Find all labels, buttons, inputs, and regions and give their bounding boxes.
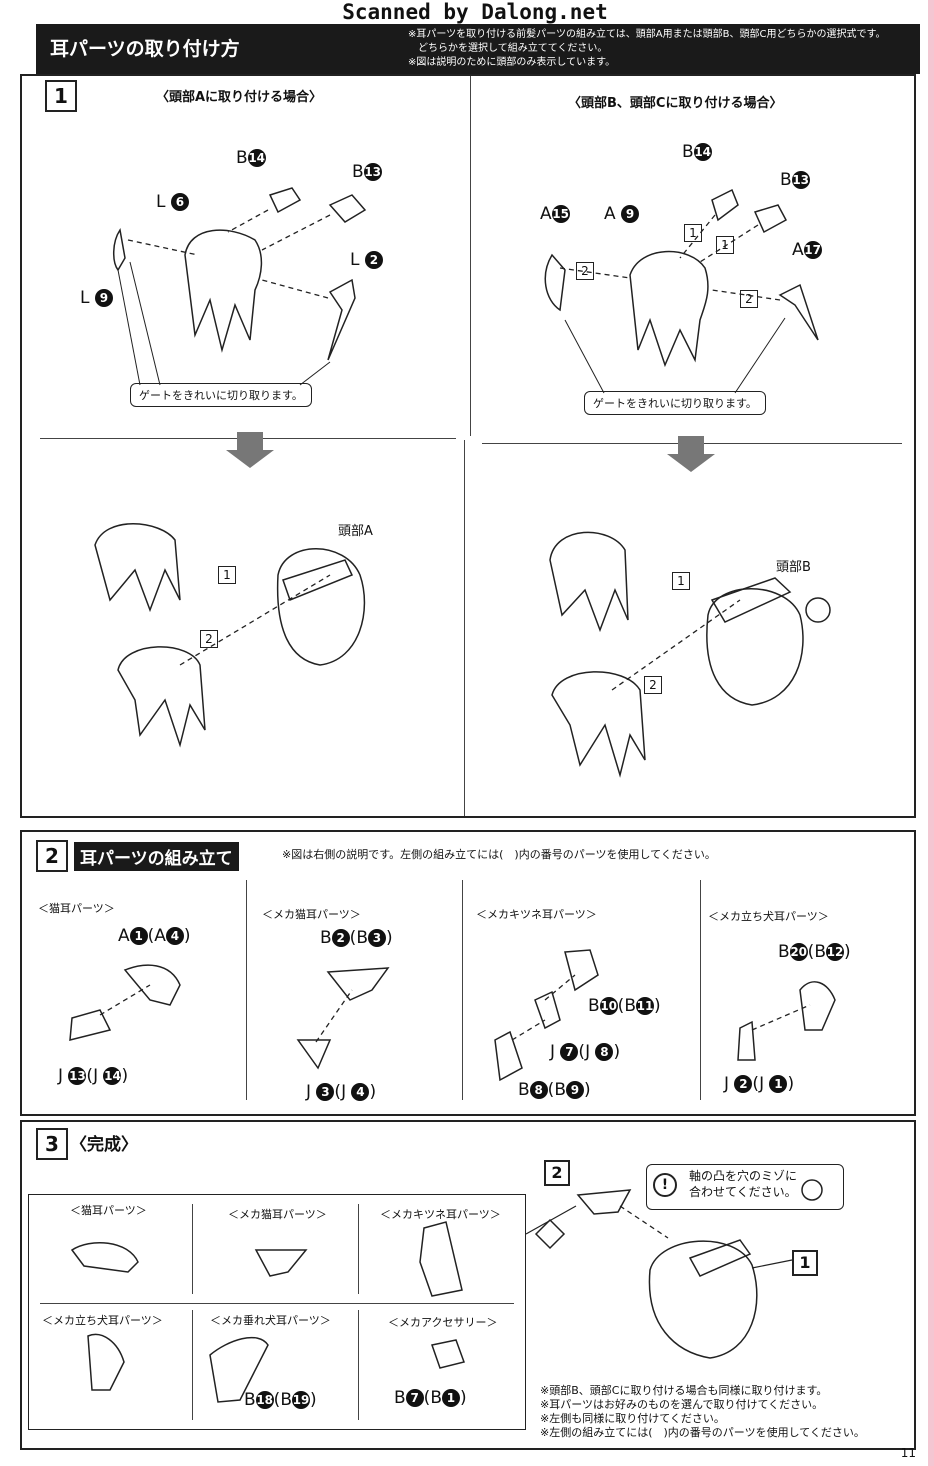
gallery-label: ＜メカ立ち犬耳パーツ＞ (42, 1314, 163, 1327)
step2-title: 耳パーツの組み立て (74, 842, 239, 871)
part-label: A17 (792, 240, 822, 260)
step1-divider (470, 76, 471, 436)
step1-number: 1 (45, 80, 77, 112)
gallery-divider (358, 1204, 359, 1294)
part-label: J 7(J 8) (550, 1042, 621, 1062)
gallery-label: ＜猫耳パーツ＞ (70, 1204, 147, 1217)
header-note: ※図は説明のために頭部のみ表示しています。 (408, 57, 616, 68)
part-label: A15 (540, 204, 570, 224)
order-marker: 1 (218, 566, 236, 584)
step1-divider-lower (464, 440, 465, 816)
ear-col-label: ＜猫耳パーツ＞ (38, 902, 115, 915)
step3-note: ※左側も同様に取り付けてください。 (540, 1412, 725, 1425)
gallery-divider (40, 1303, 514, 1304)
header-note: どちらかを選択して組み立ててください。 (418, 43, 608, 54)
gallery-label: ＜メカ垂れ犬耳パーツ＞ (210, 1314, 331, 1327)
caution-callout: ! 軸の凸を穴のミゾに 合わせてください。 (646, 1164, 844, 1210)
part-label: B13 (780, 170, 810, 190)
caution-icon: ! (653, 1173, 677, 1197)
step2-frame (20, 830, 916, 1116)
step2-number: 2 (36, 840, 68, 872)
part-label: B14 (682, 142, 712, 162)
page-edge (928, 0, 934, 1466)
section-title: 耳パーツの取り付け方 (50, 38, 240, 60)
header-note: ※耳パーツを取り付ける前髪パーツの組み立ては、頭部A用または頭部B、頭部C用どち… (408, 29, 886, 40)
step3-title: 〈完成〉 (70, 1135, 138, 1155)
gallery-divider (192, 1310, 193, 1420)
order-marker: 2 (200, 630, 218, 648)
part-label: B18(B19) (244, 1390, 317, 1410)
section-header: 耳パーツの取り付け方 ※耳パーツを取り付ける前髪パーツの組み立ては、頭部A用また… (36, 24, 920, 74)
part-label: B13 (352, 162, 382, 182)
caution-line: 軸の凸を穴のミゾに (689, 1169, 798, 1183)
part-label: J 2(J 1) (724, 1074, 795, 1094)
caution-line: 合わせてください。 (689, 1185, 797, 1199)
part-label: J 3(J 4) (306, 1082, 377, 1102)
step2-note: ※図は右側の説明です。左側の組み立てには( )内の番号のパーツを使用してください… (282, 848, 716, 861)
part-label: L 6 (156, 192, 189, 212)
gallery-label: ＜メカアクセサリー＞ (388, 1316, 498, 1329)
step1-illustration (94, 187, 831, 778)
step1-frame (20, 74, 916, 818)
parts-gallery (28, 1194, 526, 1430)
part-label: B10(B11) (588, 996, 661, 1016)
gate-note-left: ゲートをきれいに切り取ります。 (130, 383, 312, 407)
gallery-label: ＜メカ猫耳パーツ＞ (228, 1208, 327, 1221)
gallery-label: ＜メカキツネ耳パーツ＞ (380, 1208, 501, 1221)
ear-col-label: ＜メカ立ち犬耳パーツ＞ (708, 910, 829, 923)
order-marker: 2 (644, 676, 662, 694)
order-marker: 1 (672, 572, 690, 590)
step3-note: ※左側の組み立てには( )内の番号のパーツを使用してください。 (540, 1426, 865, 1439)
step3-note: ※頭部B、頭部Cに取り付ける場合も同様に取り付けます。 (540, 1384, 828, 1397)
ear-col-label: ＜メカ猫耳パーツ＞ (262, 908, 361, 921)
scanner-watermark: Scanned by Dalong.net (342, 0, 608, 24)
step2-divider (462, 880, 463, 1100)
part-label: B14 (236, 148, 266, 168)
ear-col-label: ＜メカキツネ耳パーツ＞ (476, 908, 597, 921)
head-b-label: 頭部B (776, 560, 811, 575)
step1-right-title: 〈頭部B、頭部Cに取り付ける場合〉 (568, 96, 783, 111)
step3-frame (20, 1120, 916, 1450)
order-marker: 1 (716, 236, 734, 254)
step3-number: 3 (36, 1128, 68, 1160)
order-marker: 2 (544, 1160, 570, 1186)
order-marker: 2 (740, 290, 758, 308)
header-notes: ※耳パーツを取り付ける前髪パーツの組み立ては、頭部A用または頭部B、頭部C用どち… (408, 28, 885, 70)
order-marker: 2 (576, 262, 594, 280)
part-label: L 9 (80, 288, 113, 308)
step3-note: ※耳パーツはお好みのものを選んで取り付けてください。 (540, 1398, 824, 1411)
order-marker: 1 (792, 1250, 818, 1276)
gate-note-right: ゲートをきれいに切り取ります。 (584, 391, 766, 415)
gallery-divider (192, 1204, 193, 1294)
step2-divider (700, 880, 701, 1100)
gallery-divider (358, 1310, 359, 1420)
part-label: J 13(J 14) (58, 1066, 129, 1086)
head-a-label: 頭部A (338, 524, 373, 539)
step2-illustration (69, 949, 836, 1082)
step2-divider (246, 880, 247, 1100)
step1-left-title: 〈頭部Aに取り付ける場合〉 (156, 90, 323, 105)
part-label: A 9 (604, 204, 640, 224)
part-label: B20(B12) (778, 942, 851, 962)
part-label: L 2 (350, 250, 383, 270)
page-number: 11 (900, 1446, 916, 1460)
